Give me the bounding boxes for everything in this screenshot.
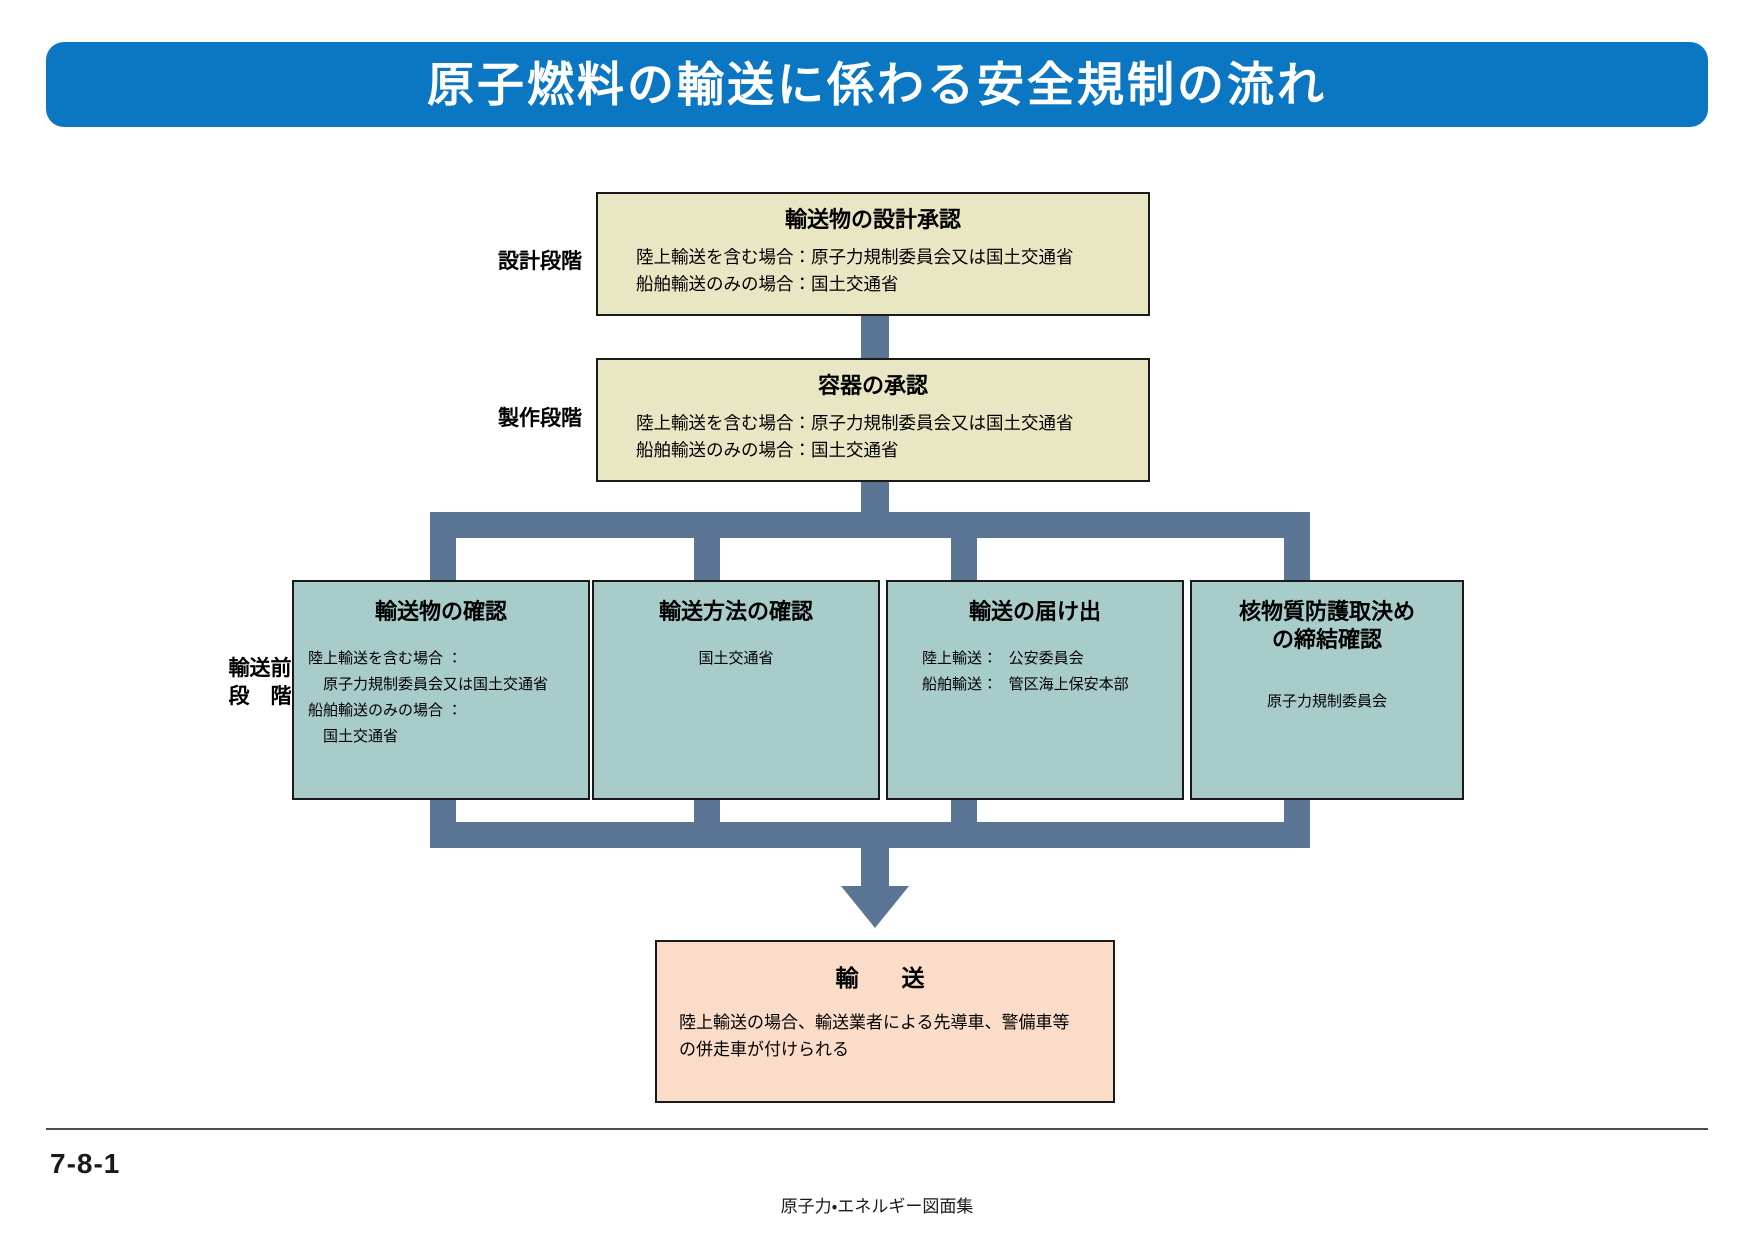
title-banner: 原子燃料の輸送に係わる安全規制の流れ xyxy=(46,42,1708,127)
box-package-check[interactable]: 輸送物の確認 陸上輸送を含む場合 ： 原子力規制委員会又は国土交通省 船舶輸送の… xyxy=(292,580,590,800)
box-method-check[interactable]: 輸送方法の確認 国土交通省 xyxy=(592,580,880,800)
connector-bus-to-box3 xyxy=(951,512,977,582)
box-package-check-body: 陸上輸送を含む場合 ： 原子力規制委員会又は国土交通省 船舶輸送のみの場合 ： … xyxy=(294,646,588,751)
stage-label-pretransport: 輸送前 段 階 xyxy=(228,657,292,709)
box-method-check-line-1: 国土交通省 xyxy=(698,649,774,667)
footer-divider xyxy=(46,1128,1708,1130)
box-notification-title: 輸送の届け出 xyxy=(968,599,1101,624)
page-title: 原子燃料の輸送に係わる安全規制の流れ xyxy=(427,58,1327,111)
box-notification-line-2: 船舶輸送 ： 管区海上保安本部 xyxy=(922,675,1129,693)
box-design-approval-body: 陸上輸送を含む場合：原子力規制委員会又は国土交通省 船舶輸送のみの場合：国土交通… xyxy=(598,244,1148,298)
box-transport-title: 輸 送 xyxy=(835,965,935,991)
box-package-check-line-3: 船舶輸送のみの場合 ： xyxy=(308,702,463,719)
stage-label-manufacture: 製作段階 xyxy=(498,407,582,430)
box-transport-line-2: の併走車が付けられる xyxy=(679,1039,849,1059)
box-protection-agreement-body: 原子力規制委員会 xyxy=(1192,689,1462,715)
box-method-check-body: 国土交通省 xyxy=(594,646,878,672)
box-design-approval-title: 輸送物の設計承認 xyxy=(784,207,961,232)
box-container-approval-line-1: 陸上輸送を含む場合：原子力規制委員会又は国土交通省 xyxy=(636,412,1074,433)
box-method-check-title: 輸送方法の確認 xyxy=(658,599,813,624)
box-package-check-line-4: 国土交通省 xyxy=(308,728,399,746)
connector-bottom-bus xyxy=(430,822,1310,848)
box-package-check-title: 輸送物の確認 xyxy=(374,599,507,624)
box-notification-body: 陸上輸送 ： 公安委員会 船舶輸送 ： 管区海上保安本部 xyxy=(888,646,1182,699)
connector-top-bus xyxy=(430,512,1310,538)
footer-caption: 原子力・エネルギー図面集 xyxy=(780,1197,974,1216)
box-protection-agreement-title: 核物質防護取決め の締結確認 xyxy=(1238,599,1415,652)
connector-bus-to-box2 xyxy=(694,512,720,582)
stage-label-design: 設計段階 xyxy=(498,250,582,273)
page-number: 7-8-1 xyxy=(50,1148,121,1179)
box-transport-line-1: 陸上輸送の場合、輸送業者による先導車、警備車等 xyxy=(679,1012,1070,1032)
box-container-approval[interactable]: 容器の承認 陸上輸送を含む場合：原子力規制委員会又は国土交通省 船舶輸送のみの場… xyxy=(596,358,1150,482)
box-package-check-line-1: 陸上輸送を含む場合 ： xyxy=(308,649,463,667)
box-transport[interactable]: 輸 送 陸上輸送の場合、輸送業者による先導車、警備車等 の併走車が付けられる xyxy=(655,940,1115,1103)
box-transport-body: 陸上輸送の場合、輸送業者による先導車、警備車等 の併走車が付けられる xyxy=(657,1009,1113,1063)
box-protection-agreement[interactable]: 核物質防護取決め の締結確認 原子力規制委員会 xyxy=(1190,580,1464,800)
box-container-approval-body: 陸上輸送を含む場合：原子力規制委員会又は国土交通省 船舶輸送のみの場合：国土交通… xyxy=(598,410,1148,464)
box-design-approval-line-1: 陸上輸送を含む場合：原子力規制委員会又は国土交通省 xyxy=(636,246,1074,267)
connector-box3-to-bottom-bus xyxy=(951,800,977,840)
connector-bus-to-transport xyxy=(861,848,889,888)
box-design-approval[interactable]: 輸送物の設計承認 陸上輸送を含む場合：原子力規制委員会又は国土交通省 船舶輸送の… xyxy=(596,192,1150,316)
box-protection-agreement-line-1: 原子力規制委員会 xyxy=(1266,693,1387,710)
box-package-check-line-2: 原子力規制委員会又は国土交通省 xyxy=(308,675,549,693)
box-container-approval-title: 容器の承認 xyxy=(817,373,928,398)
box-notification-line-1: 陸上輸送 ： 公安委員会 xyxy=(922,649,1084,667)
arrow-head-transport xyxy=(841,886,909,928)
box-notification[interactable]: 輸送の届け出 陸上輸送 ： 公安委員会 船舶輸送 ： 管区海上保安本部 xyxy=(886,580,1184,800)
box-container-approval-line-2: 船舶輸送のみの場合：国土交通省 xyxy=(636,439,899,460)
connector-box2-to-bottom-bus xyxy=(694,800,720,840)
box-design-approval-line-2: 船舶輸送のみの場合：国土交通省 xyxy=(636,273,899,294)
